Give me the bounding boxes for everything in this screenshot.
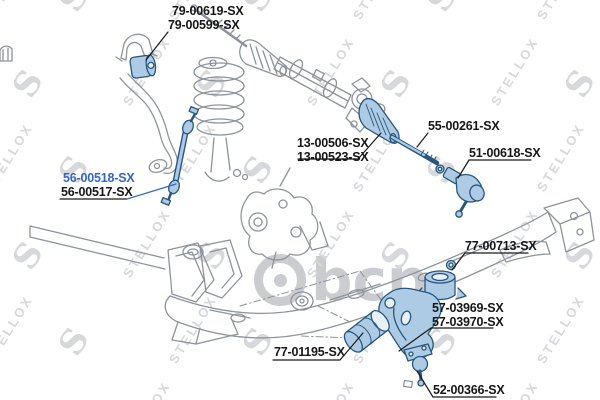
inner-tie-rod-drawing — [389, 134, 445, 174]
control-arm-drawing — [378, 287, 442, 361]
part-number-link[interactable]: 56-00517-SX — [61, 185, 133, 199]
part-label-group-inner-tie-rod: 55-00261-SX — [428, 119, 500, 133]
part-number-link[interactable]: 57-03969-SX — [432, 301, 504, 315]
part-label-group-ball-joint: 52-00366-SX — [433, 383, 505, 397]
stabilizer-bushing-drawing — [129, 54, 157, 79]
part-number-link[interactable]: 57-03970-SX — [432, 315, 504, 329]
part-number-link[interactable]: 52-00366-SX — [433, 383, 505, 397]
part-number-link[interactable]: 13-00523-SX — [297, 150, 369, 164]
part-number-link[interactable]: 55-00261-SX — [428, 119, 500, 133]
part-number-link[interactable]: 79-00599-SX — [168, 18, 240, 32]
part-number-link[interactable]: 79-00619-SX — [172, 4, 244, 18]
part-label-group-rack-boot: 13-00506-SX 13-00523-SX — [297, 136, 369, 164]
subframe-drawing — [29, 197, 595, 345]
abcp-a-icon — [254, 254, 306, 306]
ball-joint-nut-drawing — [402, 379, 414, 389]
part-label-group-stabilizer-link: 56-00518-SX 56-00517-SX — [61, 171, 135, 199]
part-number-link[interactable]: 77-00713-SX — [465, 239, 537, 253]
part-number-link-active[interactable]: 56-00518-SX — [63, 171, 135, 185]
part-number-link[interactable]: 51-00618-SX — [469, 146, 541, 160]
coil-spring-drawing — [193, 56, 249, 182]
stabilizer-link-drawing — [160, 105, 200, 206]
knuckle-drawing — [240, 167, 329, 269]
stabilizer-bar-drawing — [119, 73, 179, 174]
part-label-group-stabilizer-bushing: 79-00619-SX 79-00599-SX — [168, 4, 244, 32]
part-label-group-bushing-nut: 77-00713-SX — [465, 239, 537, 253]
part-label-group-control-arm: 57-03969-SX 57-03970-SX — [432, 301, 504, 329]
edge-clamp-drawing — [0, 45, 13, 62]
part-label-group-arm-bushing: 77-01195-SX — [274, 345, 345, 359]
label-leader-lines — [59, 31, 532, 398]
tie-rod-end-drawing — [442, 166, 485, 218]
ball-joint-drawing — [403, 343, 433, 387]
part-label-group-tie-rod-end: 51-00618-SX — [469, 146, 541, 160]
part-number-link[interactable]: 77-01195-SX — [274, 345, 345, 359]
part-number-link[interactable]: 13-00506-SX — [297, 136, 369, 150]
